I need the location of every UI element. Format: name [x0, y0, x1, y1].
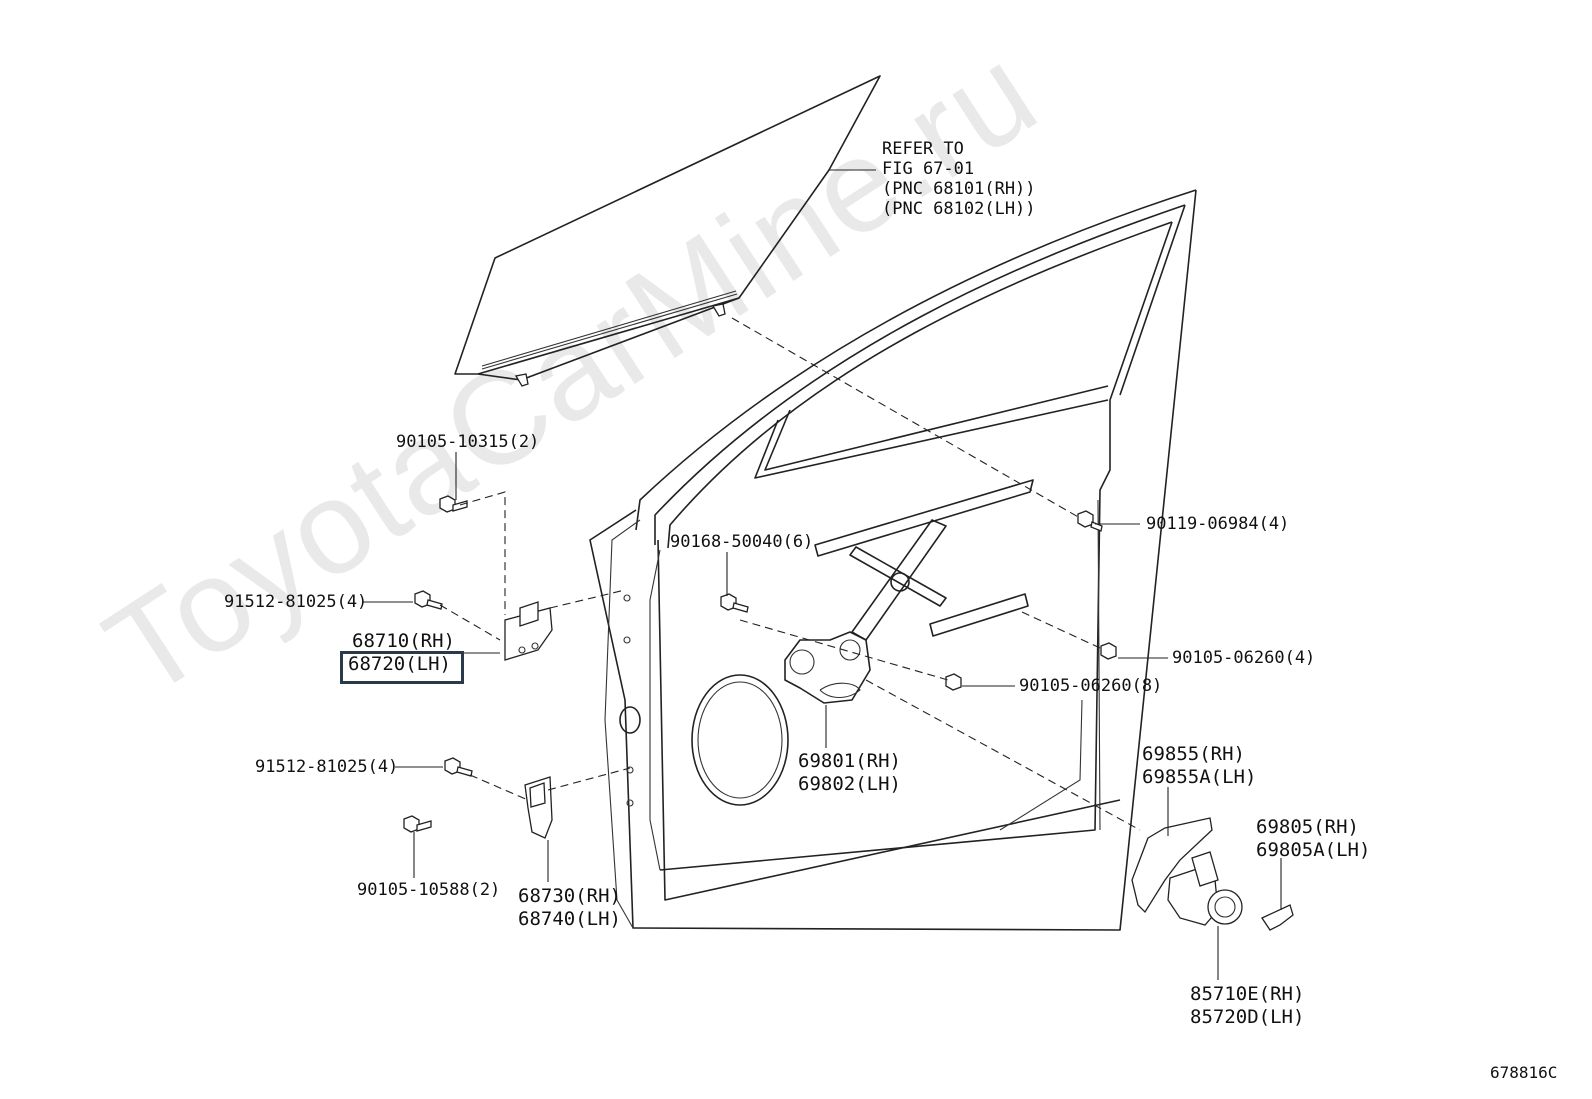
motor-cover — [1131, 817, 1213, 914]
label-85710e-rh[interactable]: 85710E(RH) — [1190, 983, 1305, 1005]
label-69855-rh[interactable]: 69855(RH) — [1142, 743, 1245, 765]
label-69802-lh[interactable]: 69802(LH) — [798, 773, 901, 795]
label-68740-lh[interactable]: 68740(LH) — [518, 908, 621, 930]
label-85720d-lh[interactable]: 85720D(LH) — [1190, 1006, 1305, 1028]
refer-line-2: FIG 67-01 — [882, 159, 975, 179]
leader-lines — [363, 452, 1282, 980]
label-69855a-lh[interactable]: 69855A(LH) — [1142, 766, 1257, 788]
motor-assembly — [1167, 851, 1243, 926]
label-90105-06260-right[interactable]: 90105-06260(4) — [1172, 648, 1316, 668]
refer-note: REFER TO FIG 67-01 (PNC 68101(RH)) (PNC … — [882, 139, 1036, 219]
label-91512-81025-lower[interactable]: 91512-81025(4) — [255, 757, 399, 777]
figure-code: 678816C — [1490, 1063, 1558, 1082]
label-90105-06260-center[interactable]: 90105-06260(8) — [1019, 676, 1163, 696]
bolt-icons — [403, 495, 1117, 833]
label-90105-10588[interactable]: 90105-10588(2) — [357, 880, 501, 900]
label-90119-06984[interactable]: 90119-06984(4) — [1146, 514, 1290, 534]
label-90105-10315[interactable]: 90105-10315(2) — [396, 432, 540, 452]
window-regulator — [784, 479, 1034, 704]
door-frame — [589, 189, 1197, 931]
label-68730-rh[interactable]: 68730(RH) — [518, 885, 621, 907]
label-90168-50040[interactable]: 90168-50040(6) — [670, 532, 814, 552]
label-69805-rh[interactable]: 69805(RH) — [1256, 816, 1359, 838]
refer-line-4: (PNC 68102(LH)) — [882, 199, 1036, 219]
label-91512-81025-upper[interactable]: 91512-81025(4) — [224, 592, 368, 612]
label-69805a-lh[interactable]: 69805A(LH) — [1256, 839, 1371, 861]
door-glass — [454, 75, 881, 387]
label-68720-lh[interactable]: 68720(LH) — [348, 653, 451, 675]
label-68710-rh[interactable]: 68710(RH) — [352, 630, 455, 652]
refer-line-3: (PNC 68101(RH)) — [882, 179, 1036, 199]
motor-bracket — [1261, 904, 1294, 931]
lower-hinge — [524, 776, 553, 839]
upper-hinge — [504, 601, 553, 661]
refer-line-1: REFER TO — [882, 139, 964, 159]
label-69801-rh[interactable]: 69801(RH) — [798, 750, 901, 772]
highlight-box — [340, 651, 464, 684]
assembly-lines — [439, 317, 1141, 831]
